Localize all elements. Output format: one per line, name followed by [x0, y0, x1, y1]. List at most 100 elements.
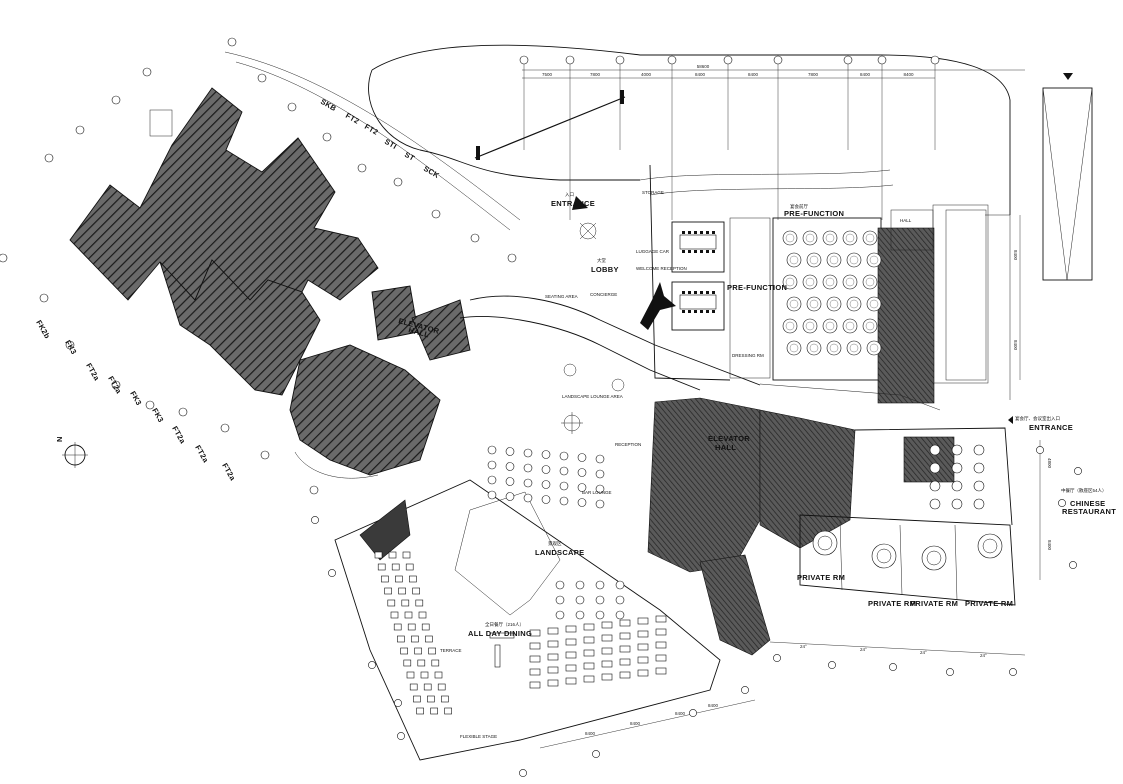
dimension-lines: 24° 24° 24° 24° 4800 8400 8400 8400 8400…	[539, 215, 1052, 749]
dining-table	[407, 623, 416, 631]
washroom-block	[890, 209, 934, 251]
dining-table	[555, 595, 565, 605]
dining-table	[655, 641, 667, 649]
grid-bubble	[393, 177, 403, 187]
lounge-table	[559, 496, 569, 506]
dimension-top: 4000	[641, 72, 652, 77]
lounge-table	[577, 498, 587, 507]
dining-table	[441, 695, 449, 703]
restaurant-table	[951, 444, 963, 456]
lobby-cn: 大堂	[597, 257, 606, 264]
grid-bubble	[592, 750, 600, 758]
dining-table	[637, 617, 649, 625]
lounge-table	[595, 469, 605, 479]
meeting-table	[679, 234, 717, 250]
grid-bubbles	[311, 446, 1082, 777]
dining-table	[547, 627, 559, 635]
entrance-label: ENTRANCE	[551, 199, 595, 208]
banquet-table	[822, 274, 838, 290]
banquet-table	[806, 296, 822, 312]
floor-code-ft2a-4: FT2a	[193, 444, 210, 465]
lounge-table	[505, 492, 515, 501]
grid-bubble	[519, 769, 527, 777]
banquet-table	[802, 230, 818, 246]
dining-table	[583, 649, 595, 657]
grid-bubble	[260, 450, 270, 460]
landscape-lounge-label: LANDSCAPE LOUNGE AREA	[562, 394, 623, 399]
dimension-top: 7800	[808, 72, 819, 77]
tower-grid-bubbles	[0, 37, 517, 495]
floor-code-skb: SKB	[319, 97, 338, 113]
grid-bubble	[828, 661, 836, 669]
dimension-top: 7800	[590, 72, 601, 77]
dim-right-2: 8400	[1047, 540, 1052, 551]
floor-code-fk2b: FK2b	[34, 319, 52, 341]
dining-table	[409, 683, 418, 691]
dining-table	[434, 671, 443, 679]
banquet-table	[846, 252, 862, 268]
floor-code-sck: SCK	[422, 164, 441, 180]
grid-bubble	[773, 55, 783, 65]
private-room-4-label: PRIVATE RM	[965, 599, 1013, 608]
private-round-table	[812, 530, 838, 556]
lounge-table	[523, 478, 533, 488]
banquet-table	[866, 340, 882, 356]
lounge-table	[523, 448, 533, 458]
all-day-dining-wing: 景观区 LANDSCAPE 全日餐厅（216人） ALL DAY DINING …	[334, 445, 721, 761]
floor-code-ft2a-5: FT2a	[220, 462, 237, 483]
banquet-table	[866, 252, 882, 268]
entrance-cn: 入口	[565, 192, 574, 198]
lounge-table	[487, 490, 497, 500]
all-day-dining-cn: 全日餐厅（216人）	[485, 621, 524, 628]
chair	[694, 250, 697, 253]
dining-table	[416, 707, 424, 715]
dining-table	[595, 595, 605, 605]
dining-table	[619, 645, 631, 653]
banquet-table	[826, 296, 842, 312]
dim-bottom-2: 8400	[630, 721, 641, 726]
floor-code-fk3-3: FK3	[150, 407, 165, 425]
dining-table	[619, 619, 631, 627]
dining-table	[427, 695, 435, 703]
dimension-top: 8400	[695, 72, 706, 77]
grid-bubble	[220, 423, 230, 433]
dim-bottom-4: 8400	[708, 703, 719, 708]
lounge-table	[541, 495, 551, 504]
grid-bubble	[930, 55, 940, 65]
chair	[682, 250, 685, 253]
stair-tower	[359, 499, 411, 561]
dimension-top: 8400	[860, 72, 871, 77]
dining-table	[417, 659, 426, 667]
pre-function-label: PRE-FUNCTION	[784, 209, 844, 218]
ballroom-zone: 宴会前厅 PRE-FUNCTION PRE-FUNCTION STORAGE D…	[642, 164, 941, 411]
dining-table	[529, 655, 541, 663]
chair	[706, 310, 709, 313]
chair	[706, 231, 709, 234]
dressing-room-label: DRESSING RM	[732, 353, 764, 358]
dining-table	[390, 611, 399, 619]
dining-table	[547, 679, 559, 687]
pre-function-cn: 宴会前厅	[790, 203, 808, 210]
restaurant-table	[951, 462, 963, 474]
dimension-top: 8400	[748, 72, 759, 77]
lounge-table	[487, 460, 497, 470]
tower-elevation-block	[932, 73, 1093, 384]
lounge-table	[559, 481, 569, 491]
private-round-table	[871, 543, 897, 569]
angle-2: 24°	[860, 647, 867, 652]
banquet-table	[782, 230, 798, 246]
elevator-hall-2-label: ELEVATOR	[708, 434, 750, 443]
grid-bubble	[287, 102, 297, 112]
banquet-table	[842, 230, 858, 246]
lounge-table	[595, 454, 605, 464]
direction-arrow-icon	[1063, 73, 1073, 80]
dining-table	[619, 658, 631, 666]
dining-table	[637, 630, 649, 638]
dining-table	[555, 580, 565, 590]
dining-table	[547, 640, 559, 648]
lounge-table	[577, 468, 587, 477]
lounge-table	[505, 462, 515, 471]
dining-table	[423, 683, 432, 691]
banquet-table	[782, 318, 798, 334]
dim-bottom-3: 8400	[675, 711, 686, 716]
